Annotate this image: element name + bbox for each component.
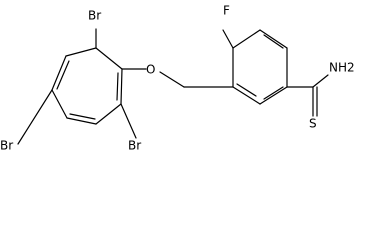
bond-left-ring-4-double <box>69 113 96 120</box>
bond-left-ring-5 <box>51 89 68 119</box>
bond-left-ring-1 <box>95 47 123 70</box>
bromine-right-label: Br <box>128 139 141 153</box>
bond-left-ring-6 <box>51 55 67 91</box>
bond-thioamide-nitrogen <box>312 74 329 88</box>
molecule-structure-svg: Br Br Br O F NH2 S <box>0 4 355 153</box>
bond-right-ring-6-double <box>236 83 257 97</box>
bond-right-ring-3 <box>259 29 288 49</box>
bond-br-left <box>17 89 53 145</box>
bond-br-right <box>120 103 137 139</box>
bond-right-ring-6 <box>232 86 261 105</box>
bond-left-ring-6-double <box>56 60 70 90</box>
fluorine-label: F <box>223 4 230 18</box>
bond-left-ring-2 <box>120 68 123 105</box>
bromine-left-label: Br <box>0 139 13 153</box>
molecule-diagram: Br Br Br O F NH2 S <box>0 3 355 153</box>
bond-left-ring-2-double <box>116 72 119 101</box>
bond-left-ring-4 <box>66 117 97 125</box>
bond-right-ring-3-double <box>263 34 284 49</box>
bond-right-ring-5-double <box>263 86 284 100</box>
oxygen-label: O <box>146 63 155 77</box>
bond-left-ring-7 <box>65 47 97 57</box>
sulfur-label: S <box>309 117 317 131</box>
bromine-top-label: Br <box>88 9 101 23</box>
bond-left-ring-3 <box>95 103 122 125</box>
amide-label: NH2 <box>329 61 355 75</box>
bond-right-ring-2 <box>232 29 261 49</box>
bond-right-ring-5 <box>259 86 288 105</box>
bond-oxygen-methylene <box>159 71 185 88</box>
bond-fluorine <box>222 29 234 49</box>
